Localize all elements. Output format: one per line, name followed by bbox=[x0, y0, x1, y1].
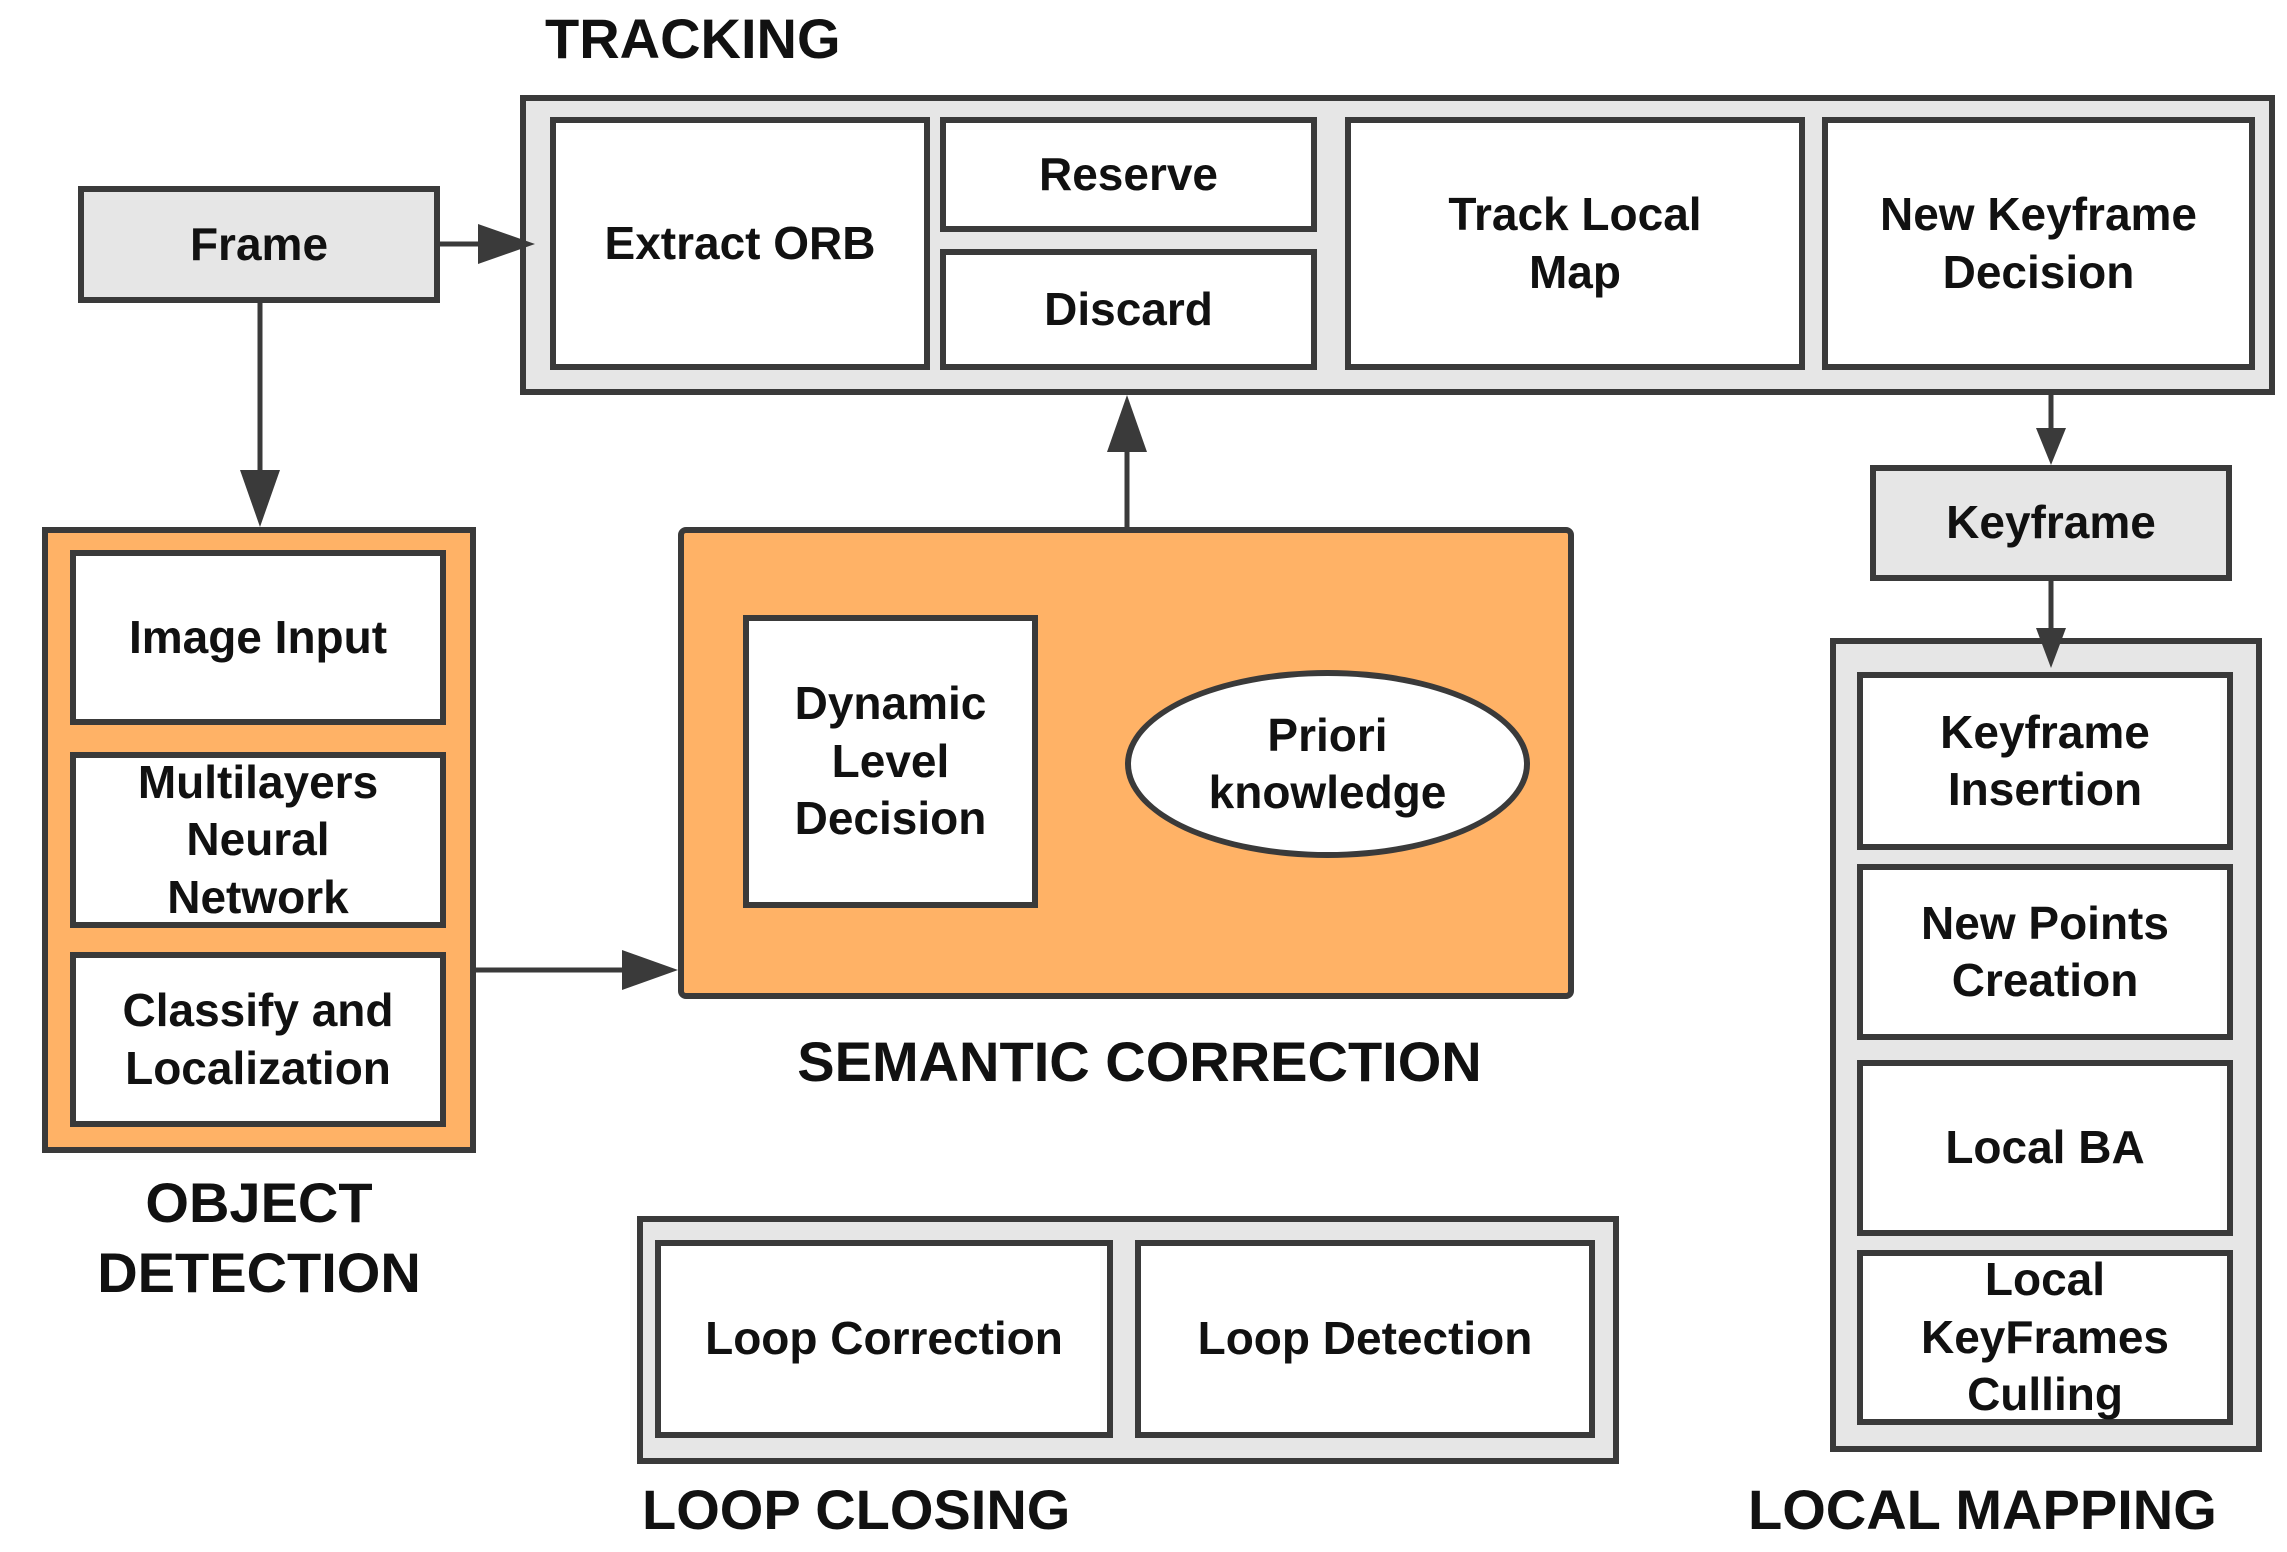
local-keyframes-culling-box: Local KeyFrames Culling bbox=[1857, 1250, 2233, 1425]
multilayers-neural-network-box: Multilayers Neural Network bbox=[70, 752, 446, 928]
object-detection-title: OBJECT DETECTION bbox=[97, 1171, 421, 1304]
dynamic-level-decision-box: Dynamic Level Decision bbox=[743, 615, 1038, 908]
extract-orb-box: Extract ORB bbox=[550, 117, 930, 370]
arrowhead-semantic-to-tracking bbox=[1107, 395, 1147, 452]
track-local-map-box: Track Local Map bbox=[1345, 117, 1805, 370]
loop-closing-title: LOOP CLOSING bbox=[642, 1478, 1071, 1541]
frame-box: Frame bbox=[78, 186, 440, 303]
new-keyframe-decision-box: New Keyframe Decision bbox=[1822, 117, 2255, 370]
arrowhead-tracking-to-keyframe bbox=[2036, 428, 2066, 465]
semantic-correction-title: SEMANTIC CORRECTION bbox=[797, 1030, 1482, 1093]
arrowhead-keyframe-to-local-mapping bbox=[2036, 628, 2066, 668]
arrowhead-frame-to-object-detection bbox=[240, 470, 280, 527]
loop-correction-box: Loop Correction bbox=[655, 1240, 1113, 1438]
image-input-box: Image Input bbox=[70, 550, 446, 725]
tracking-title: TRACKING bbox=[545, 7, 841, 70]
discard-box: Discard bbox=[940, 249, 1317, 370]
arrowhead-frame-to-tracking bbox=[478, 224, 535, 264]
classify-localization-box: Classify and Localization bbox=[70, 952, 446, 1127]
priori-knowledge-ellipse: Priori knowledge bbox=[1125, 670, 1530, 858]
arrowhead-object-detection-to-semantic bbox=[622, 950, 678, 990]
keyframe-box: Keyframe bbox=[1870, 465, 2232, 581]
keyframe-insertion-box: Keyframe Insertion bbox=[1857, 672, 2233, 850]
loop-detection-box: Loop Detection bbox=[1135, 1240, 1595, 1438]
local-ba-box: Local BA bbox=[1857, 1060, 2233, 1236]
local-mapping-title: LOCAL MAPPING bbox=[1748, 1478, 2217, 1541]
reserve-box: Reserve bbox=[940, 117, 1317, 232]
new-points-creation-box: New Points Creation bbox=[1857, 864, 2233, 1040]
